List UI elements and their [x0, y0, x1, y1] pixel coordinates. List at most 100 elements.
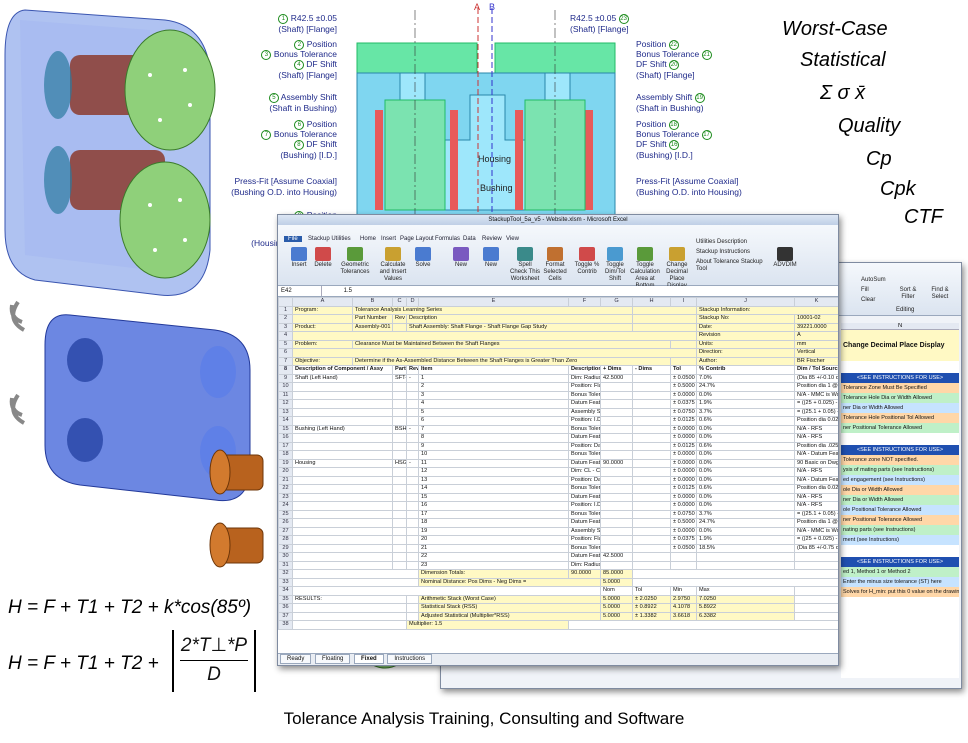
- table-cell[interactable]: N/A - RFS: [794, 501, 838, 511]
- nominal-label[interactable]: Nominal Distance: Pos Dims - Neg Dims =: [418, 577, 601, 587]
- table-cell[interactable]: [392, 535, 407, 545]
- table-cell[interactable]: [292, 407, 393, 417]
- table-cell[interactable]: Bonus Tolerance: [568, 424, 601, 434]
- table-header[interactable]: Dim / Tol Source & Calcs: [794, 365, 838, 375]
- cell[interactable]: Direction:: [696, 348, 795, 358]
- result-value[interactable]: ± 1.3382: [632, 611, 671, 621]
- table-cell[interactable]: ± 0.0125: [670, 416, 697, 426]
- table-cell[interactable]: [292, 467, 393, 477]
- row-header[interactable]: 14: [278, 416, 293, 426]
- table-cell[interactable]: [794, 560, 838, 570]
- row-header[interactable]: 36: [278, 603, 293, 613]
- table-cell[interactable]: Position: Datum Feature B (on right): [568, 475, 601, 485]
- cell[interactable]: [794, 611, 838, 621]
- ribbon-button-0[interactable]: Insert: [284, 247, 314, 269]
- table-cell[interactable]: 42.5000: [600, 552, 633, 562]
- row-header[interactable]: 37: [278, 611, 293, 621]
- cell[interactable]: [632, 577, 838, 587]
- problem-label[interactable]: Problem:: [292, 339, 353, 349]
- table-cell[interactable]: 7.0%: [696, 373, 795, 383]
- table-cell[interactable]: Bonus Tolerance: [568, 484, 601, 494]
- table-cell[interactable]: 7: [418, 424, 569, 434]
- row-header[interactable]: 1: [278, 305, 293, 315]
- table-cell[interactable]: Datum Feature Shift: [568, 518, 601, 528]
- table-cell[interactable]: [392, 509, 407, 519]
- table-cell[interactable]: [632, 492, 671, 502]
- table-cell[interactable]: 23: [418, 560, 569, 570]
- cell[interactable]: Min: [670, 586, 697, 596]
- cell[interactable]: [794, 586, 838, 596]
- table-cell[interactable]: 0.0%: [696, 458, 795, 468]
- cell[interactable]: Part Number: [352, 314, 393, 324]
- table-cell[interactable]: 90.0000: [600, 458, 633, 468]
- row-header[interactable]: 8: [278, 365, 293, 375]
- table-cell[interactable]: [406, 535, 419, 545]
- table-cell[interactable]: 0.6%: [696, 484, 795, 494]
- table-cell[interactable]: [406, 501, 419, 511]
- ribbon-button-14[interactable]: Stackup Instructions: [696, 249, 766, 256]
- cell[interactable]: Stackup No:: [696, 314, 795, 324]
- row-header[interactable]: 7: [278, 356, 293, 366]
- table-cell[interactable]: SFT-001: [392, 373, 407, 383]
- table-cell[interactable]: Bushing (Left Hand): [292, 424, 393, 434]
- table-cell[interactable]: = ((25 + 0.025) - (25 - 0.025)) / 2: [794, 535, 838, 545]
- table-cell[interactable]: 42.5000: [600, 373, 633, 383]
- table-cell[interactable]: [392, 416, 407, 426]
- table-cell[interactable]: 1.9%: [696, 399, 795, 409]
- table-cell[interactable]: [406, 390, 419, 400]
- table-cell[interactable]: [600, 399, 633, 409]
- program-label[interactable]: Program:: [292, 305, 353, 315]
- table-cell[interactable]: [292, 416, 393, 426]
- table-cell[interactable]: [632, 441, 671, 451]
- objective-value[interactable]: Determine if the As-Assembled Distance B…: [352, 356, 671, 366]
- cell[interactable]: Vertical: [794, 348, 838, 358]
- table-cell[interactable]: 2: [418, 382, 569, 392]
- result-name[interactable]: Adjusted Statistical (Multiplier*RSS): [418, 611, 601, 621]
- cell[interactable]: [292, 603, 407, 613]
- table-cell[interactable]: = ((25 + 0.025) - (25 - 0.025)) / 2: [794, 399, 838, 409]
- col-header[interactable]: J: [696, 297, 795, 307]
- table-cell[interactable]: ± 0.0375: [670, 399, 697, 409]
- ribbon-button-3[interactable]: Calculate and Insert Values: [378, 247, 408, 283]
- table-cell[interactable]: [392, 407, 407, 417]
- ribbon-button-13[interactable]: Utilities Description: [696, 239, 766, 246]
- table-cell[interactable]: Position dia 1 @ MMC, A, Bm on Dwg: [794, 382, 838, 392]
- table-cell[interactable]: [632, 450, 671, 460]
- table-cell[interactable]: [632, 407, 671, 417]
- row-header[interactable]: 35: [278, 594, 293, 604]
- cell[interactable]: [568, 620, 838, 630]
- ribbon-button-12[interactable]: Change Decimal Place Display: [662, 247, 692, 290]
- table-cell[interactable]: [670, 552, 697, 562]
- table-cell[interactable]: 0.0%: [696, 467, 795, 477]
- table-cell[interactable]: [632, 509, 671, 519]
- tab-page-layout[interactable]: Page Layout: [400, 236, 434, 242]
- cell[interactable]: Description: [406, 314, 633, 324]
- table-cell[interactable]: ± 0.0000: [670, 501, 697, 511]
- table-cell[interactable]: [392, 560, 407, 570]
- cell[interactable]: Revision: [696, 331, 795, 341]
- table-cell[interactable]: [406, 399, 419, 409]
- table-cell[interactable]: [292, 552, 393, 562]
- result-value[interactable]: 5.0000: [600, 594, 633, 604]
- table-cell[interactable]: 9: [418, 441, 569, 451]
- result-value[interactable]: 6.3382: [696, 611, 795, 621]
- row-header[interactable]: 19: [278, 458, 293, 468]
- table-cell[interactable]: HSG-001: [392, 458, 407, 468]
- cell[interactable]: [632, 322, 697, 332]
- row-header[interactable]: 5: [278, 339, 293, 349]
- cell[interactable]: mm: [794, 339, 838, 349]
- table-cell[interactable]: [292, 535, 393, 545]
- table-cell[interactable]: [600, 526, 633, 536]
- table-cell[interactable]: Assembly Shift: Shaft Datum Feature B w/…: [568, 526, 601, 536]
- table-header[interactable]: Rev: [406, 365, 419, 375]
- table-cell[interactable]: 14: [418, 484, 569, 494]
- table-cell[interactable]: [600, 424, 633, 434]
- formula-input[interactable]: 1.5: [343, 288, 353, 294]
- table-cell[interactable]: [632, 475, 671, 485]
- table-cell[interactable]: ± 0.0000: [670, 492, 697, 502]
- cell[interactable]: [292, 314, 353, 324]
- tab-data[interactable]: Data: [463, 236, 476, 242]
- table-cell[interactable]: [392, 390, 407, 400]
- cell[interactable]: A: [794, 331, 838, 341]
- autosum-button[interactable]: AutoSum: [861, 277, 886, 283]
